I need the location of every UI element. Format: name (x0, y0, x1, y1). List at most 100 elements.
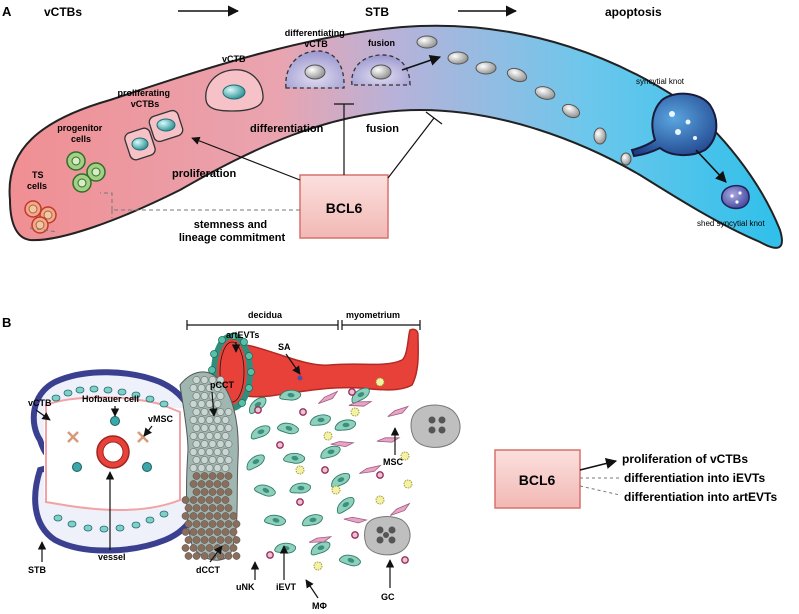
cct-cell (200, 440, 209, 448)
bcl6-promote-arrow (579, 458, 618, 471)
ievt-cell (336, 497, 355, 514)
cct-cell (192, 472, 201, 480)
vmsc-cells (67, 431, 149, 443)
msc-cell (387, 405, 410, 417)
msc-cell (389, 502, 411, 516)
cct-cell (197, 432, 206, 440)
cct-cell (184, 536, 193, 544)
cct-cell (189, 432, 198, 440)
cct-cell (197, 528, 206, 536)
msc-cell (330, 441, 355, 448)
vctb-label: vCTB (222, 54, 246, 64)
bcl6-label-a: BCL6 (326, 200, 363, 216)
cct-cell (181, 512, 190, 520)
cct-cell (189, 384, 198, 392)
cct-cell (200, 392, 209, 400)
cct-cell (224, 440, 233, 448)
unk-cell (254, 406, 262, 414)
bcl6-dash-2 (579, 485, 621, 496)
cct-cell (213, 512, 222, 520)
vessel-label: vessel (98, 552, 126, 562)
unk-cells (254, 388, 409, 564)
shed-arrow (695, 149, 727, 183)
differentiating-label: differentiating vCTB (285, 28, 348, 49)
msc-cell (343, 516, 368, 524)
cct-cell (184, 504, 193, 512)
shed-knot-label: shed syncytial knot (697, 219, 765, 228)
stage-vctbs-label: vCTBs (44, 5, 82, 19)
cct-cell (205, 544, 214, 552)
cct-cell (208, 408, 217, 416)
cct-cell (208, 536, 217, 544)
differentiation-label: differentiation (250, 123, 324, 135)
myometrium-label: myometrium (346, 310, 400, 320)
proliferation-arrow (191, 136, 301, 181)
proliferating-vctbs (124, 109, 184, 161)
cct-cell (197, 464, 206, 472)
macrophages (295, 377, 413, 571)
cct-cell (200, 472, 209, 480)
macrophage (313, 561, 323, 571)
unk-cell (351, 531, 359, 539)
stemness-connector-3 (29, 227, 59, 233)
cct-cell (224, 472, 233, 480)
cct-cell (232, 536, 241, 544)
cct-cell (200, 488, 209, 496)
cct-cell (181, 496, 190, 504)
cct-cell (205, 432, 214, 440)
cct-cell (216, 408, 225, 416)
cct-cell (192, 376, 201, 384)
cct-cell (221, 448, 230, 456)
cct-cell (221, 512, 230, 520)
cct-cell (221, 480, 230, 488)
cct-cell (200, 408, 209, 416)
cct-cell (216, 488, 225, 496)
giant-cell-lower (364, 516, 411, 556)
cct-cells (181, 376, 241, 560)
ts-cells-label: TS cells (27, 170, 47, 191)
unk-cell (321, 466, 329, 474)
cct-cell (205, 464, 214, 472)
unk-cell (401, 556, 409, 564)
hofbauer-cells (72, 416, 152, 472)
unk-cell (296, 498, 304, 506)
cct-cell (184, 552, 193, 560)
cct-cell (221, 496, 230, 504)
decidua-label: decidua (248, 310, 283, 320)
stb-nuclei (416, 35, 647, 190)
cct-cell (200, 536, 209, 544)
cct-cell (224, 424, 233, 432)
outcome-ievts: differentiation into iEVTs (624, 471, 765, 485)
bcl6-box-a (299, 174, 389, 239)
ievt-cell (277, 422, 299, 435)
cct-cell (213, 384, 222, 392)
cct-cell (224, 552, 233, 560)
cct-cell (213, 432, 222, 440)
ievt-cell (331, 473, 351, 488)
macrophage (375, 495, 385, 505)
progenitor-cells (66, 151, 106, 193)
artevts-label: artEVTs (226, 330, 259, 340)
unk-cell (376, 471, 384, 479)
cct-cell (192, 520, 201, 528)
syncytial-knot (630, 92, 718, 158)
ts-cells (24, 200, 57, 234)
cct-cell (221, 464, 230, 472)
syncytial-knot-nuclei (669, 111, 697, 140)
cct-cell (192, 392, 201, 400)
cct-cell (208, 504, 217, 512)
ievt-cell (264, 514, 286, 526)
cct-cell (189, 496, 198, 504)
gc-label: GC (381, 592, 395, 602)
unk-label: uNK (236, 582, 255, 592)
cct-cell (200, 424, 209, 432)
cct-cell (229, 544, 238, 552)
msc-label: MSC (383, 457, 404, 467)
ievt-cell (254, 484, 276, 497)
cct-cell (197, 384, 206, 392)
cct-cell (197, 416, 206, 424)
cct-cell (213, 416, 222, 424)
cct-cell (221, 416, 230, 424)
msc-cells (308, 390, 411, 543)
